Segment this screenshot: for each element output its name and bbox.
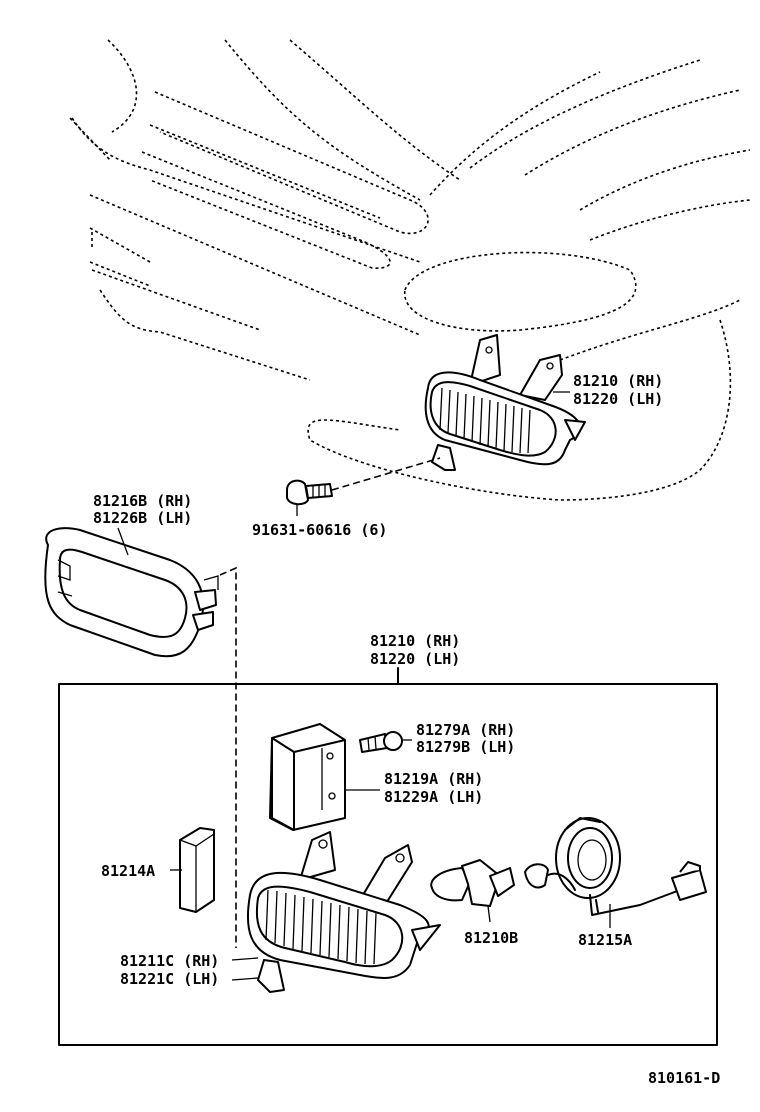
- assembly-box: [58, 683, 718, 1046]
- label-line: 81229A (LH): [384, 788, 483, 806]
- bulb-part: [430, 859, 515, 923]
- label-screw: 91631-60616 (6): [252, 521, 387, 539]
- bracket-part: [269, 723, 380, 831]
- label-line: 81210 (RH): [370, 632, 460, 650]
- label-bracket: 81219A (RH) 81229A (LH): [384, 770, 483, 806]
- label-line: 81215A: [578, 931, 632, 949]
- label-line: 81226B (LH): [93, 509, 192, 527]
- label-lens-housing: 81211C (RH) 81221C (LH): [120, 952, 219, 988]
- label-bulb: 81210B: [464, 929, 518, 947]
- label-line: 81210 (RH): [573, 372, 663, 390]
- label-fog-lamp-assy-top: 81210 (RH) 81220 (LH): [553, 372, 663, 408]
- bezel-part: [44, 527, 237, 948]
- socket-part: [524, 817, 707, 928]
- cover-part: [170, 827, 215, 913]
- label-fog-lamp-assy-box: 81210 (RH) 81220 (LH): [370, 632, 460, 668]
- label-line: 81220 (LH): [573, 390, 663, 408]
- label-line: 81210B: [464, 929, 518, 947]
- label-line: 81221C (LH): [120, 970, 219, 988]
- label-line: 81220 (LH): [370, 650, 460, 668]
- label-line: 81211C (RH): [120, 952, 219, 970]
- label-small-screw: 81279A (RH) 81279B (LH): [416, 721, 515, 756]
- screw-part: [286, 457, 441, 516]
- lens-housing-part: [231, 831, 441, 993]
- label-line: 81219A (RH): [384, 770, 483, 788]
- label-bezel: 81216B (RH) 81226B (LH): [93, 492, 192, 527]
- label-line: 81214A: [101, 862, 155, 880]
- label-cover: 81214A: [101, 862, 155, 880]
- car-body-outline: [69, 39, 751, 501]
- small-screw-part: [359, 731, 412, 753]
- label-line: 81216B (RH): [93, 492, 192, 510]
- label-line: 81279B (LH): [416, 738, 515, 756]
- label-socket: 81215A: [578, 931, 632, 949]
- fog-lamp-installed: [424, 334, 586, 471]
- label-line: 81279A (RH): [416, 721, 515, 739]
- label-line: 91631-60616 (6): [252, 521, 387, 539]
- label-diagram-id: 810161-D: [648, 1069, 720, 1087]
- diagram-id: 810161-D: [648, 1069, 720, 1087]
